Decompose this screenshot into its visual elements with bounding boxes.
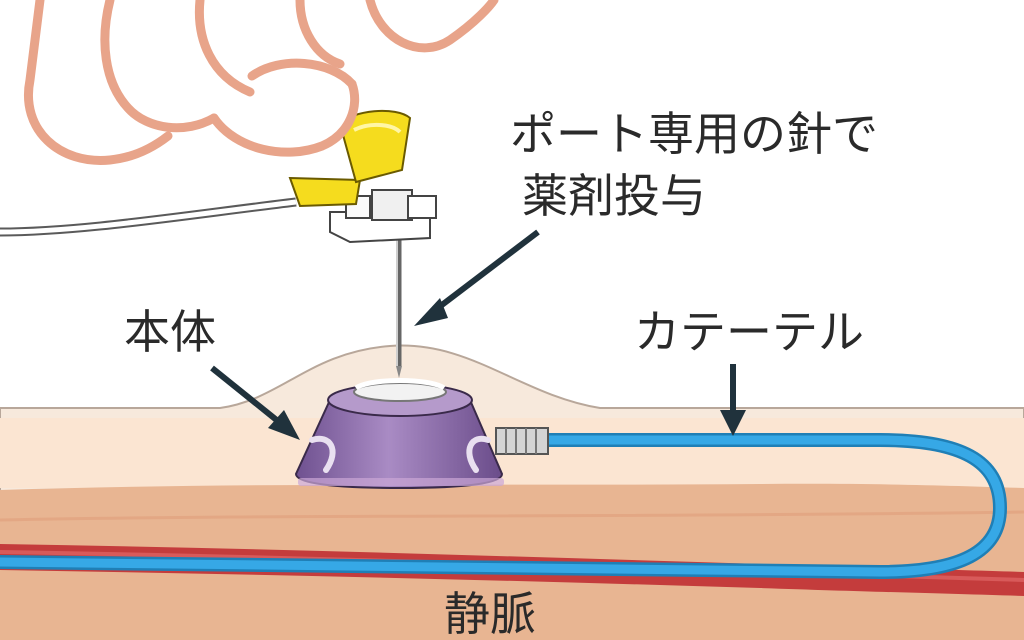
tissue-line — [0, 510, 1024, 522]
port-connector — [495, 427, 549, 455]
iv-tube-inner — [0, 199, 297, 235]
hand-icon — [24, 0, 499, 165]
port-icon — [294, 378, 504, 490]
label-vein: 静脈 — [444, 587, 536, 640]
arrow-body — [210, 365, 300, 440]
needle-hub — [288, 109, 437, 244]
arrow-needle — [414, 229, 540, 326]
label-needle-line1: ポート専用の針で — [510, 107, 878, 161]
label-needle-line2: 薬剤投与 — [522, 169, 706, 223]
catheter-inner — [0, 435, 1005, 577]
needle-icon — [396, 226, 402, 378]
label-catheter: カテーテル — [634, 305, 864, 359]
label-body: 本体 — [124, 305, 216, 359]
arrow-catheter — [720, 364, 746, 436]
